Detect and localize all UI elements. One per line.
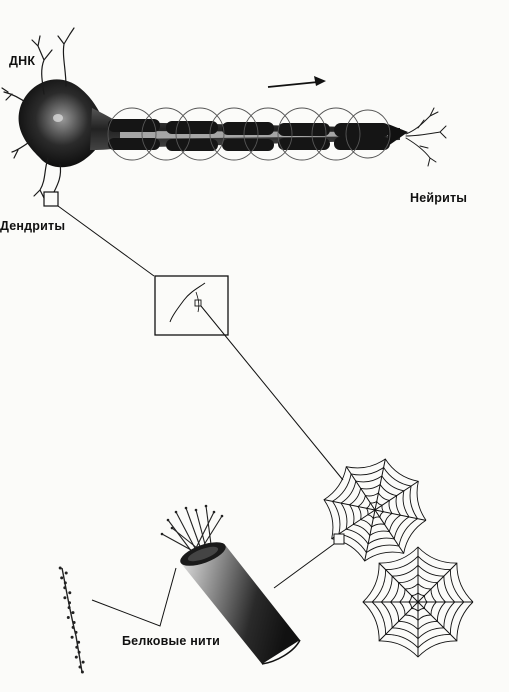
signal-direction-arrow xyxy=(267,76,326,88)
web-mesh xyxy=(323,458,427,562)
protein-filament-callout xyxy=(91,567,177,627)
zoom-box-mesh xyxy=(333,533,345,545)
label-dna: ДНК xyxy=(9,54,36,68)
dendrite-branches xyxy=(1,27,75,199)
filament-meshes xyxy=(323,458,474,658)
label-neurites: Нейриты xyxy=(410,191,468,205)
myelin-wrap-loops xyxy=(107,107,391,161)
protein-cable xyxy=(160,504,301,665)
single-protein-filament xyxy=(58,566,85,674)
label-dendrites: Дендриты xyxy=(0,219,66,233)
zoom-box-small xyxy=(43,191,59,207)
zoom-line-1 xyxy=(57,205,155,277)
neurite-endings xyxy=(405,107,447,167)
myelin-segments xyxy=(108,119,390,151)
neuron-soma xyxy=(18,79,106,168)
zoom-box-dendrite xyxy=(154,275,229,336)
zoom-line-3 xyxy=(273,543,335,589)
zoom-line-2 xyxy=(200,305,344,481)
label-protein-filaments: Белковые нити xyxy=(122,634,221,648)
web-mesh xyxy=(362,546,474,658)
nucleus xyxy=(53,114,63,122)
axon-terminal xyxy=(388,124,408,146)
